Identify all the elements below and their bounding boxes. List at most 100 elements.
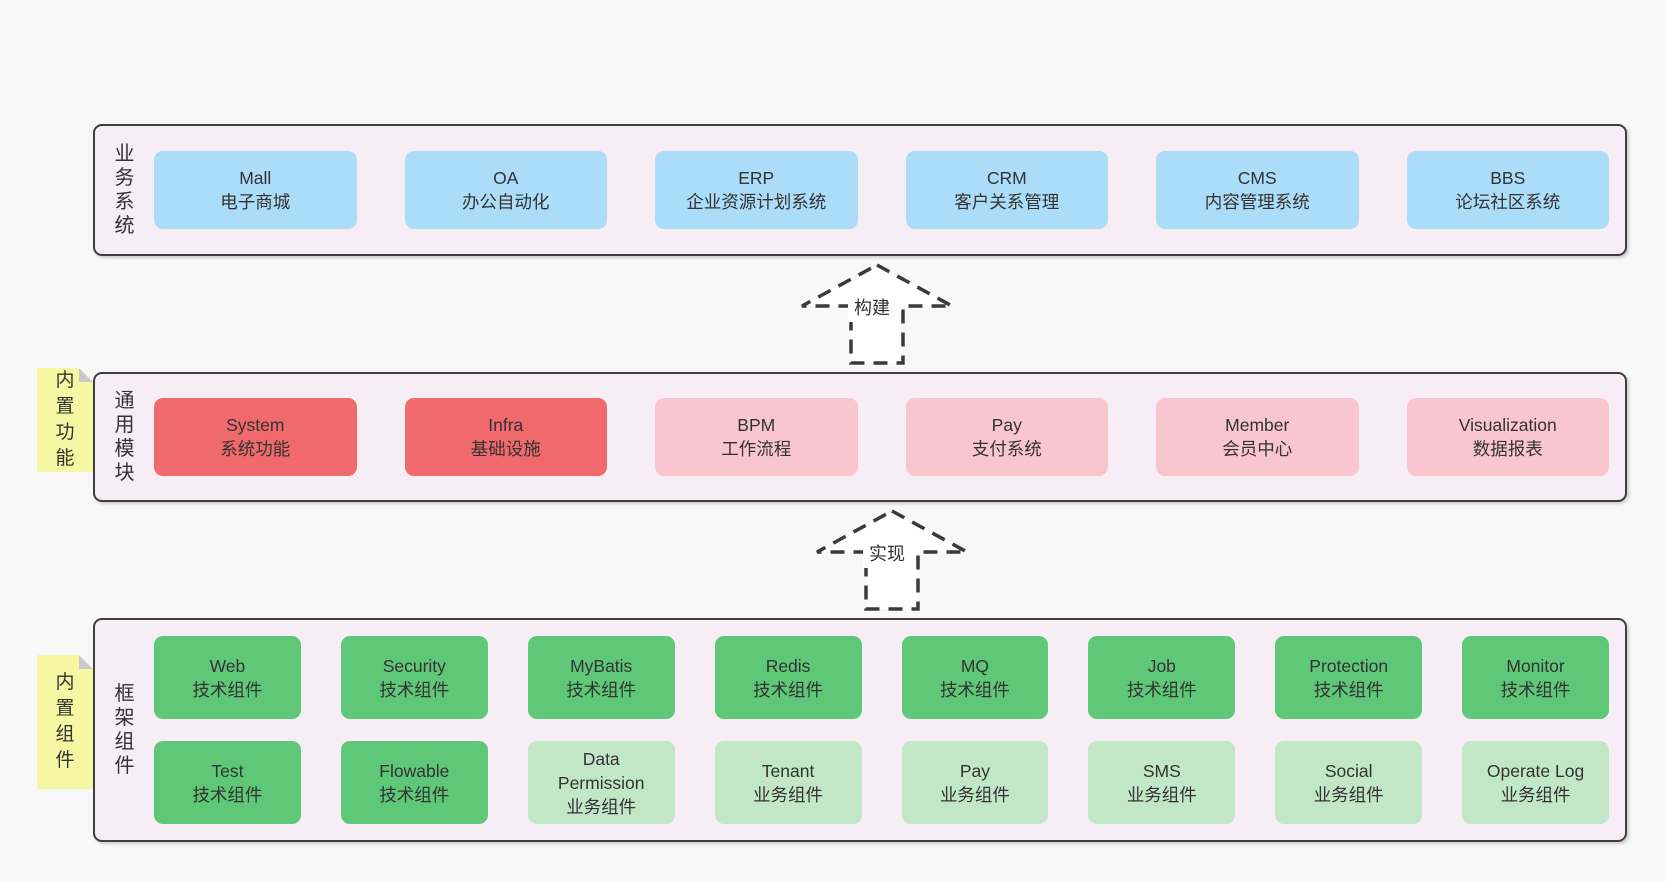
arrow-implement-label: 实现 xyxy=(863,540,911,568)
business-boxes: Mall 电子商城 OA 办公自动化 ERP 企业资源计划系统 CRM 客户关系… xyxy=(154,126,1625,254)
box-title: BBS xyxy=(1490,168,1526,188)
section-common-modules: 通用模块 System 系统功能 Infra 基础设施 BPM 工作流程 Pay… xyxy=(93,372,1627,502)
box-redis: Redis 技术组件 xyxy=(714,636,862,719)
box-title: Job xyxy=(1147,655,1176,676)
box-title: MQ xyxy=(960,655,990,676)
box-flowable: Flowable 技术组件 xyxy=(340,741,488,824)
sticky-note-built-in-features: 内置功能 xyxy=(37,368,93,472)
box-bbs: BBS 论坛社区系统 xyxy=(1406,151,1609,229)
box-title: Test xyxy=(211,760,244,781)
box-subtitle: 业务组件 xyxy=(1126,784,1197,805)
box-pay-component: Pay 业务组件 xyxy=(901,741,1049,824)
box-title: Security xyxy=(382,655,446,676)
section-business-systems: 业务系统 Mall 电子商城 OA 办公自动化 ERP 企业资源计划系统 CRM… xyxy=(93,124,1627,256)
component-boxes: Web 技术组件 Security 技术组件 MyBatis 技术组件 Redi… xyxy=(154,620,1625,840)
box-subtitle: 业务组件 xyxy=(566,796,637,817)
box-title: Redis xyxy=(765,655,811,676)
sticky-note-text: 内置功能 xyxy=(55,370,75,469)
box-title: Data Permission xyxy=(557,748,645,793)
box-title: Social xyxy=(1324,760,1373,781)
box-title: Visualization xyxy=(1458,415,1557,435)
box-mybatis: MyBatis 技术组件 xyxy=(527,636,675,719)
box-member: Member 会员中心 xyxy=(1156,398,1359,476)
section-business-label-text: 业务系统 xyxy=(114,143,135,237)
box-bpm: BPM 工作流程 xyxy=(655,398,858,476)
box-erp: ERP 企业资源计划系统 xyxy=(655,151,858,229)
box-subtitle: 工作流程 xyxy=(721,439,792,459)
section-framework-components: 框架组件 Web 技术组件 Security 技术组件 MyBatis 技术组件… xyxy=(93,618,1627,842)
box-subtitle: 技术组件 xyxy=(1126,679,1197,700)
box-infra: Infra 基础设施 xyxy=(404,398,607,476)
box-visualization: Visualization 数据报表 xyxy=(1406,398,1609,476)
box-subtitle: 客户关系管理 xyxy=(954,192,1060,212)
box-title: Infra xyxy=(488,415,524,435)
box-title: MyBatis xyxy=(570,655,633,676)
box-subtitle: 系统功能 xyxy=(220,439,291,459)
box-subtitle: 办公自动化 xyxy=(462,192,550,212)
section-modules-label-text: 通用模块 xyxy=(114,390,135,484)
box-title: System xyxy=(226,415,285,435)
box-oa: OA 办公自动化 xyxy=(404,151,607,229)
section-components-label-text: 框架组件 xyxy=(114,683,135,777)
box-subtitle: 技术组件 xyxy=(1313,679,1384,700)
box-subtitle: 支付系统 xyxy=(971,439,1042,459)
box-subtitle: 会员中心 xyxy=(1222,439,1293,459)
box-subtitle: 技术组件 xyxy=(566,679,637,700)
box-protection: Protection 技术组件 xyxy=(1275,636,1423,719)
box-subtitle: 技术组件 xyxy=(939,679,1010,700)
box-title: CRM xyxy=(986,168,1027,188)
arrow-build-label: 构建 xyxy=(848,294,896,322)
box-subtitle: 电子商城 xyxy=(220,192,291,212)
box-subtitle: 技术组件 xyxy=(192,784,263,805)
box-web: Web 技术组件 xyxy=(154,636,301,719)
box-sms: SMS 业务组件 xyxy=(1088,741,1236,824)
box-subtitle: 技术组件 xyxy=(1500,679,1571,700)
box-crm: CRM 客户关系管理 xyxy=(905,151,1108,229)
box-cms: CMS 内容管理系统 xyxy=(1156,151,1359,229)
box-social: Social 业务组件 xyxy=(1275,741,1423,824)
box-subtitle: 技术组件 xyxy=(379,784,450,805)
box-subtitle: 数据报表 xyxy=(1472,439,1543,459)
box-mq: MQ 技术组件 xyxy=(901,636,1049,719)
box-subtitle: 基础设施 xyxy=(470,439,541,459)
box-title: Tenant xyxy=(761,760,815,781)
section-components-label: 框架组件 xyxy=(95,620,154,840)
box-subtitle: 论坛社区系统 xyxy=(1455,192,1561,212)
section-modules-label: 通用模块 xyxy=(95,374,154,500)
box-title: CMS xyxy=(1237,168,1277,188)
box-title: Web xyxy=(209,655,246,676)
sticky-note-built-in-components: 内置组件 xyxy=(37,655,93,789)
section-business-label: 业务系统 xyxy=(95,126,154,254)
box-subtitle: 业务组件 xyxy=(1313,784,1384,805)
box-subtitle: 内容管理系统 xyxy=(1204,192,1310,212)
box-system: System 系统功能 xyxy=(154,398,357,476)
sticky-note-text: 内置组件 xyxy=(55,672,75,771)
box-subtitle: 业务组件 xyxy=(753,784,824,805)
box-operate-log: Operate Log 业务组件 xyxy=(1462,741,1609,824)
box-job: Job 技术组件 xyxy=(1088,636,1236,719)
box-title: Mall xyxy=(239,168,272,188)
module-boxes: System 系统功能 Infra 基础设施 BPM 工作流程 Pay 支付系统… xyxy=(154,374,1625,500)
box-subtitle: 技术组件 xyxy=(379,679,450,700)
box-tenant: Tenant 业务组件 xyxy=(714,741,862,824)
box-title: ERP xyxy=(738,168,775,188)
box-mall: Mall 电子商城 xyxy=(154,151,357,229)
box-title: SMS xyxy=(1142,760,1181,781)
box-security: Security 技术组件 xyxy=(340,636,488,719)
box-title: Pay xyxy=(959,760,991,781)
box-title: Flowable xyxy=(379,760,450,781)
box-title: Operate Log xyxy=(1486,760,1585,781)
box-title: Monitor xyxy=(1506,655,1565,676)
box-subtitle: 技术组件 xyxy=(192,679,263,700)
box-title: Pay xyxy=(991,415,1022,435)
box-pay-module: Pay 支付系统 xyxy=(905,398,1108,476)
box-title: BPM xyxy=(737,415,776,435)
box-subtitle: 企业资源计划系统 xyxy=(686,192,827,212)
box-data-permission: Data Permission 业务组件 xyxy=(527,741,675,824)
box-subtitle: 技术组件 xyxy=(753,679,824,700)
box-test: Test 技术组件 xyxy=(154,741,301,824)
box-title: Member xyxy=(1225,415,1290,435)
box-title: Protection xyxy=(1309,655,1389,676)
box-title: OA xyxy=(493,168,519,188)
